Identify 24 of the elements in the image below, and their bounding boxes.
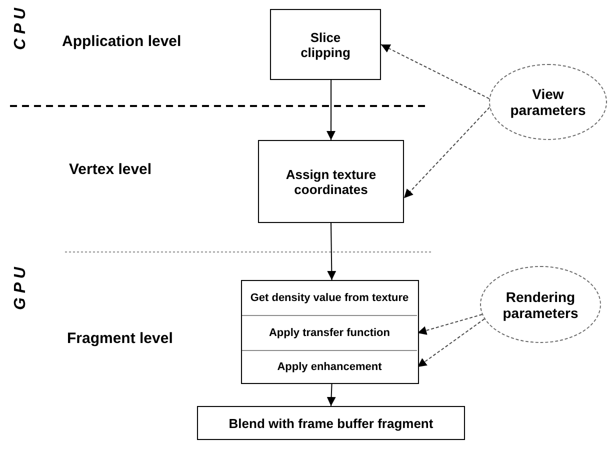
arrow — [417, 314, 483, 335]
node-label: Assign texture coordinates — [284, 166, 378, 196]
process-box — [270, 9, 381, 80]
level-label: Fragment level — [67, 330, 173, 347]
node-label: Rendering parameters — [502, 288, 580, 320]
node-label: Blend with frame buffer fragment — [228, 416, 434, 430]
level-label: Application level — [62, 33, 182, 50]
node-label: View parameters — [509, 86, 587, 118]
process-box — [197, 406, 465, 440]
level-label: Vertex level — [69, 161, 152, 178]
node-label: Get density value from texture — [250, 292, 409, 304]
arrow — [326, 384, 336, 406]
arrow — [380, 44, 490, 100]
arrow — [417, 318, 485, 368]
process-group-box — [241, 280, 419, 384]
node-label: Apply enhancement — [277, 361, 382, 373]
node-label: Apply transfer function — [268, 327, 390, 339]
processor-label: C P U — [12, 8, 30, 50]
process-box — [258, 140, 404, 223]
node-label: Slice clipping — [300, 30, 352, 60]
arrow — [326, 80, 336, 140]
arrow — [404, 106, 490, 199]
processor-label: G P U — [12, 267, 30, 310]
arrow — [327, 222, 336, 280]
